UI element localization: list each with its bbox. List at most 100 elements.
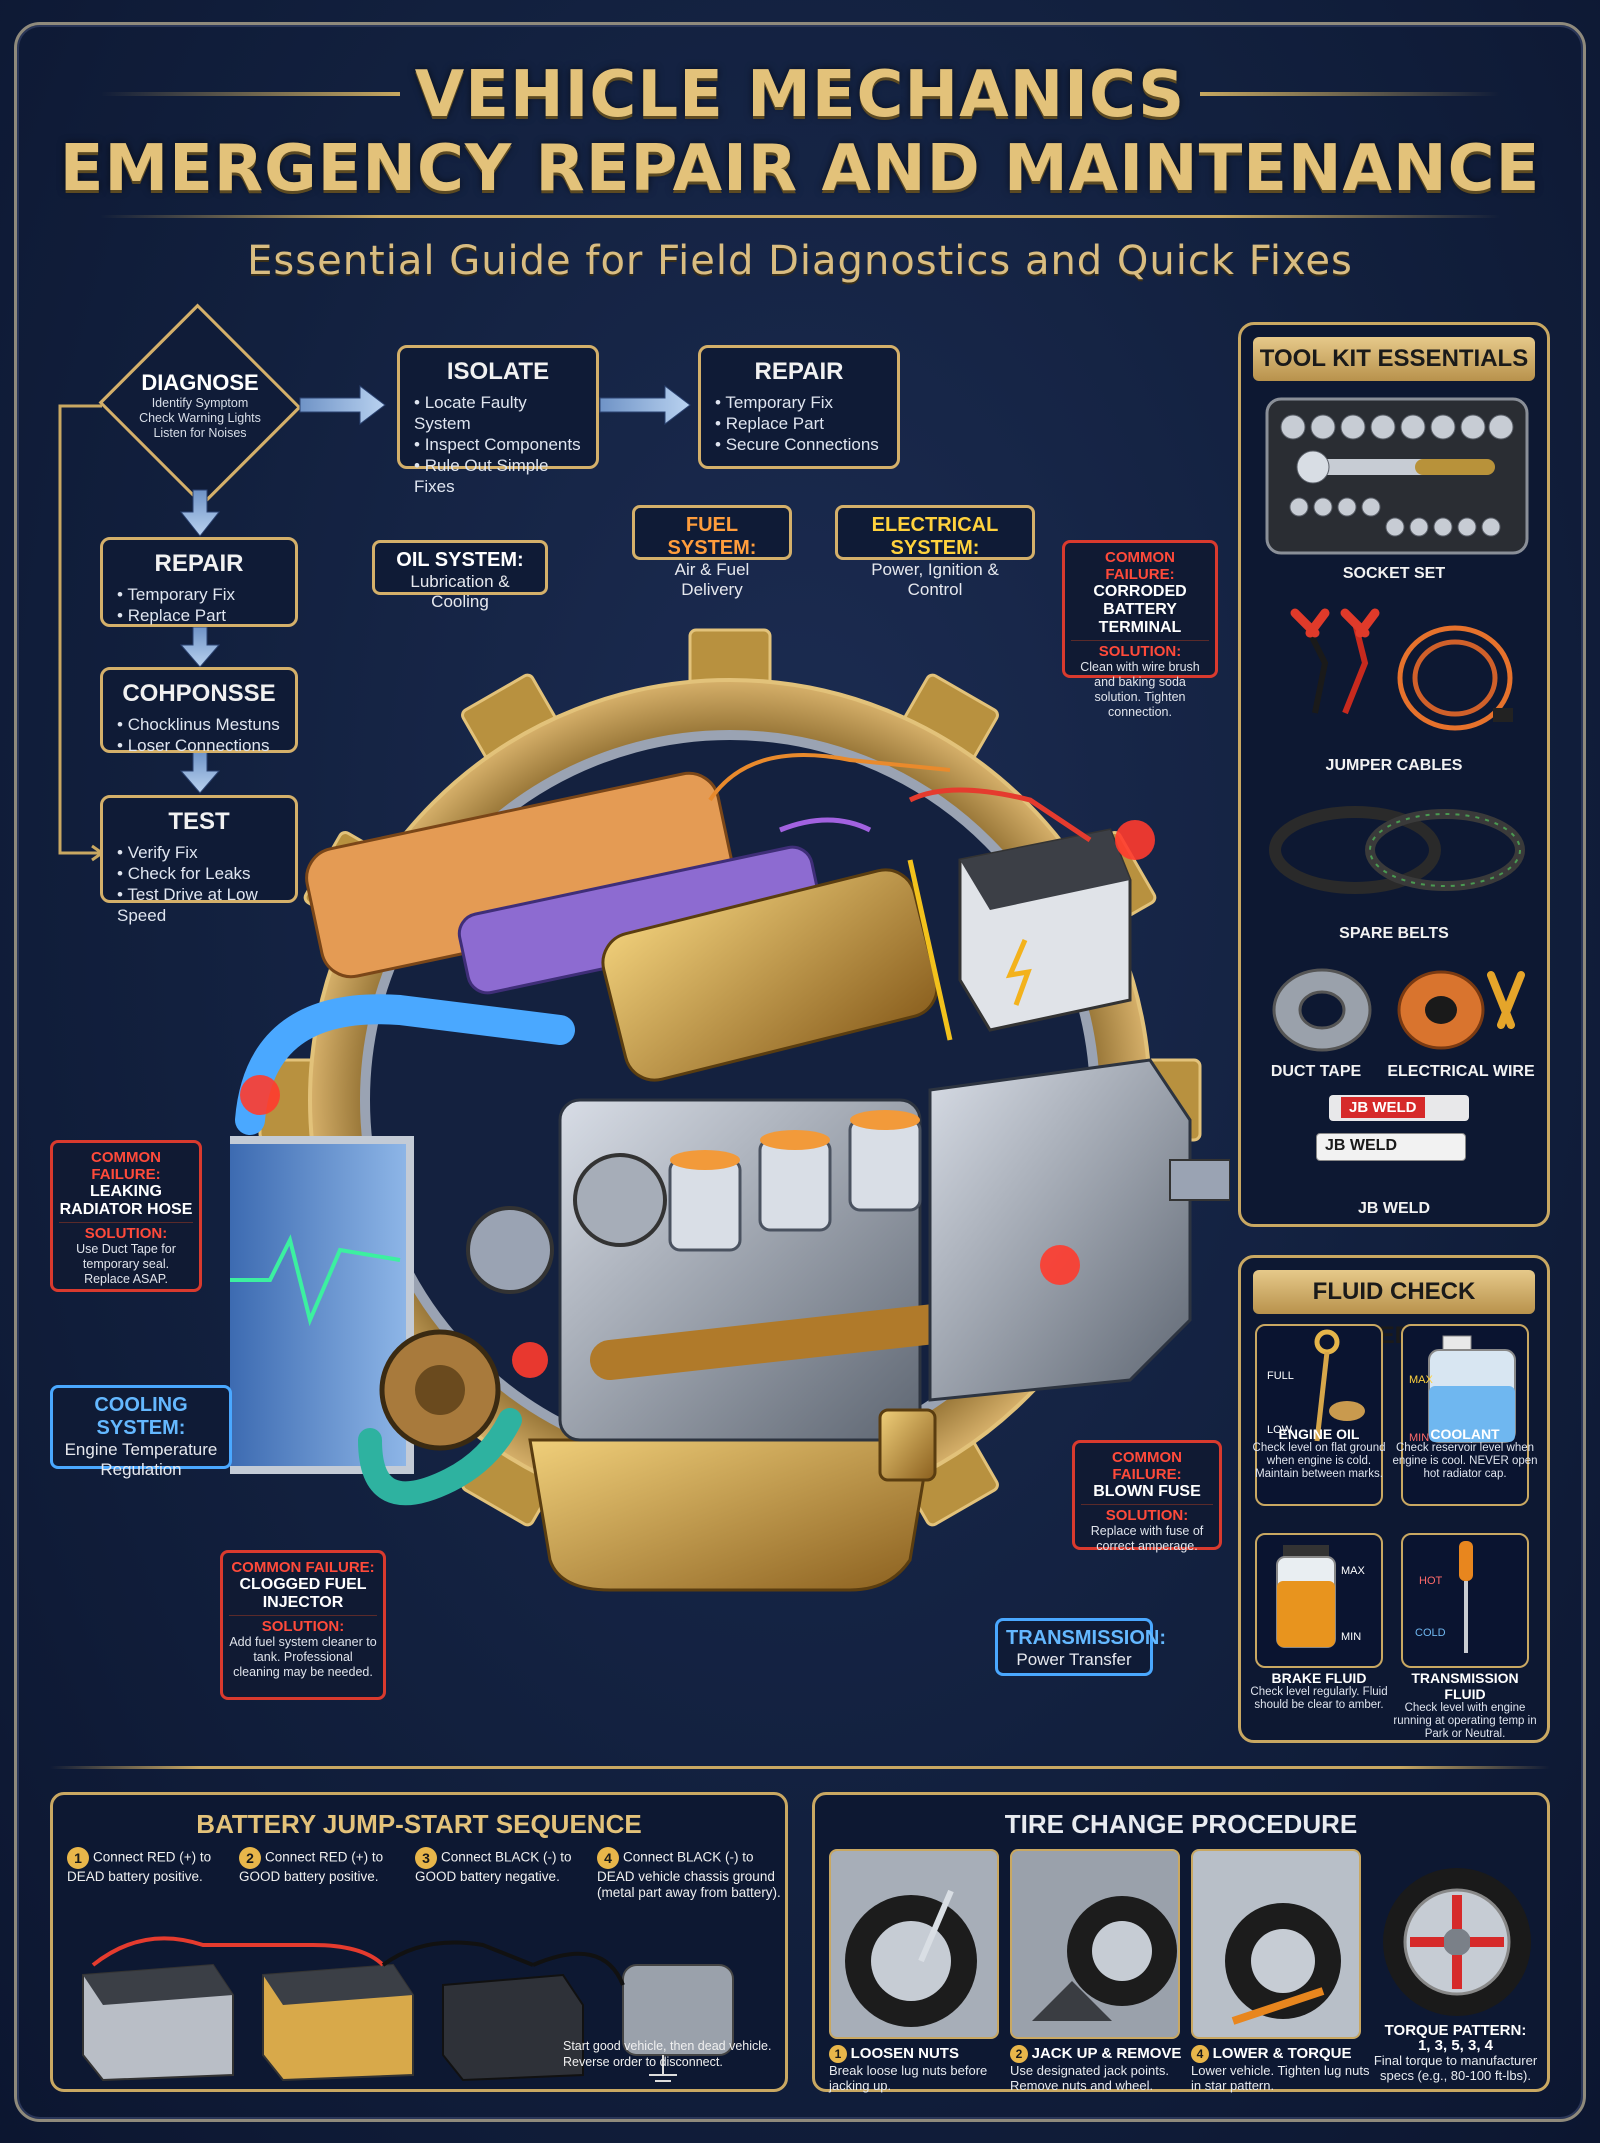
spare-belts-icon (1269, 806, 1525, 894)
failure-name: CORRODED BATTERY TERMINAL (1093, 583, 1187, 636)
repair-top-item: Secure Connections (715, 434, 883, 455)
fuel-system-callout: FUEL SYSTEM: Air & Fuel Delivery (632, 505, 792, 599)
tire-step-2-caption: 2 JACK UP & REMOVE Use designated jack p… (1010, 2045, 1200, 2093)
title-rule-right (1200, 92, 1500, 96)
coolant-max-label: MAX (1409, 1374, 1433, 1386)
test-box: TEST Verify Fix Check for Leaks Test Dri… (100, 795, 298, 925)
failure-fuse-callout: COMMON FAILURE: BLOWN FUSE SOLUTION: Rep… (1072, 1440, 1222, 1553)
oil-system-head: OIL SYSTEM: (396, 549, 524, 571)
poster-frame (14, 22, 1586, 2122)
tool-label-electrical-wire: ELECTRICAL WIRE (1387, 1063, 1535, 1080)
test-item: Verify Fix (117, 842, 281, 863)
tire-change-panel: TIRE CHANGE PROCEDURE 1 LOOSEN NUTS Brea… (812, 1792, 1550, 2093)
step-number: 2 (1010, 2045, 1028, 2063)
electrical-system-callout: ELECTRICAL SYSTEM: Power, Ignition & Con… (835, 505, 1035, 599)
tire-step-name: JACK UP & REMOVE (1031, 2045, 1182, 2062)
tire-step-text: Lower vehicle. Tighten lug nuts in star … (1191, 2063, 1370, 2093)
fluid-check-title: FLUID CHECK PROCEDURES (1253, 1270, 1535, 1349)
subtitle: Essential Guide for Field Diagnostics an… (247, 238, 1353, 284)
torque-pattern-text: Final torque to manufacturer specs (e.g.… (1373, 2053, 1538, 2083)
cooling-system-callout: COOLING SYSTEM: Engine Temperature Regul… (50, 1385, 232, 1479)
tool-label-jumper-cables: JUMPER CABLES (1325, 757, 1463, 774)
warning-light-icon (240, 820, 1155, 1378)
torque-pattern-title: TORQUE PATTERN: (1384, 2022, 1527, 2039)
cohponsse-title: COHPONSSE (122, 680, 276, 707)
coolant-text: Check reservoir level when engine is coo… (1392, 1442, 1538, 1480)
torque-pattern-wheel-icon (1383, 1868, 1531, 2016)
repair-left-item: Replace Part (117, 605, 281, 626)
step-number: 1 (67, 1847, 89, 1869)
pistons (668, 1110, 922, 1252)
battery (958, 828, 1132, 1032)
jb-weld-tube-2-label: JB WELD (1325, 1137, 1397, 1154)
test-item: Check for Leaks (117, 863, 281, 884)
trans-hot-label: HOT (1419, 1575, 1443, 1587)
electrical-system-head: ELECTRICAL SYSTEM: (871, 514, 999, 559)
flow-arrows (58, 384, 691, 862)
jb-weld-tube-label: JB WELD (1341, 1097, 1425, 1118)
cooling-system-sub: Engine Temperature Regulation (64, 1440, 218, 1479)
cohponsse-box: COHPONSSE Chocklinus Mestuns Loser Conne… (100, 667, 298, 755)
solution-text: Use Duct Tape for temporary seal. Replac… (76, 1242, 176, 1286)
failure-label: COMMON FAILURE: (1105, 549, 1175, 583)
step-text: Connect BLACK (-) to DEAD vehicle chassi… (597, 1849, 781, 1900)
repair-top-item: Temporary Fix (715, 392, 883, 413)
electrical-wire-icon (1397, 970, 1525, 1050)
transmission-sub: Power Transfer (1016, 1650, 1132, 1669)
diagnose-title: DIAGNOSE (141, 370, 259, 395)
solution-text: Clean with wire brush and baking soda so… (1080, 660, 1200, 719)
brake-fluid-name: BRAKE FLUID (1271, 1670, 1367, 1686)
solution-label: SOLUTION: (59, 1222, 193, 1242)
solution-label: SOLUTION: (229, 1615, 377, 1635)
tool-label-jb-weld: JB WELD (1358, 1200, 1430, 1217)
oil-system-callout: OIL SYSTEM: Lubrication & Cooling (372, 540, 548, 611)
jb-weld-tube-2: JB WELD (1316, 1133, 1466, 1161)
jumper-cables-icon (1290, 608, 1513, 731)
coolant-cell: MAX MIN (1401, 1324, 1529, 1506)
tool-label-duct-tape: DUCT TAPE (1270, 1063, 1362, 1080)
crankshaft (590, 1300, 990, 1380)
failure-label: COMMON FAILURE: (1112, 1449, 1182, 1483)
dipstick-icon (1314, 1329, 1365, 1442)
repair-left-item: Temporary Fix (117, 584, 281, 605)
step-number: 4 (597, 1847, 619, 1869)
coolant-caption: COOLANT Check reservoir level when engin… (1390, 1426, 1540, 1481)
tire-step-text: Use designated jack points. Remove nuts … (1010, 2063, 1169, 2093)
failure-name: BLOWN FUSE (1093, 1483, 1201, 1500)
fuse-canister (878, 1408, 937, 1482)
diagnose-line-1: Identify Symptom (151, 396, 249, 410)
pulleys (379, 1153, 667, 1451)
jumpstart-final-note: Start good vehicle, then dead vehicle. R… (563, 2039, 772, 2069)
transmission-callout: TRANSMISSION: Power Transfer (995, 1618, 1166, 1676)
transmission-head: TRANSMISSION: (1006, 1627, 1166, 1649)
jumpstart-title: BATTERY JUMP-START SEQUENCE (196, 1809, 642, 1839)
title-line-1: VEHICLE MECHANICS (414, 58, 1186, 132)
step-text: Connect BLACK (-) to GOOD battery negati… (415, 1849, 572, 1884)
jb-weld-tube: JB WELD (1329, 1095, 1469, 1121)
engine-ground-icon (622, 1964, 734, 2056)
oil-system-sub: Lubrication & Cooling (410, 572, 510, 611)
step-number: 4 (1191, 2045, 1209, 2063)
failure-injector-callout: COMMON FAILURE: CLOGGED FUEL INJECTOR SO… (220, 1550, 386, 1700)
wheel-icon (831, 1851, 997, 2037)
solution-text: Replace with fuse of correct amperage. (1090, 1524, 1204, 1553)
arrow-repair-cohponsse (179, 626, 221, 668)
test-item: Test Drive at Low Speed (117, 884, 281, 926)
failure-radiator-callout: COMMON FAILURE: LEAKING RADIATOR HOSE SO… (50, 1140, 202, 1292)
radiator (230, 1136, 414, 1474)
oil-pan (528, 1438, 932, 1592)
diagnose-line-3: Listen for Noises (153, 426, 247, 440)
subtitle-rule (100, 215, 1500, 218)
diagnose-line-2: Check Warning Lights (139, 411, 261, 425)
isolate-item: Rule Out Simple Fixes (414, 455, 582, 497)
cooling-system-head: COOLING SYSTEM: (94, 1394, 188, 1439)
step-text: Connect RED (+) to DEAD battery positive… (67, 1849, 212, 1884)
brake-fluid-cell: MAX MIN (1255, 1533, 1383, 1668)
brake-reservoir-icon (1276, 1545, 1336, 1648)
transmission-fluid-text: Check level with engine running at opera… (1393, 1702, 1537, 1740)
isolate-item: Inspect Components (414, 434, 582, 455)
step-number: 2 (239, 1847, 261, 1869)
